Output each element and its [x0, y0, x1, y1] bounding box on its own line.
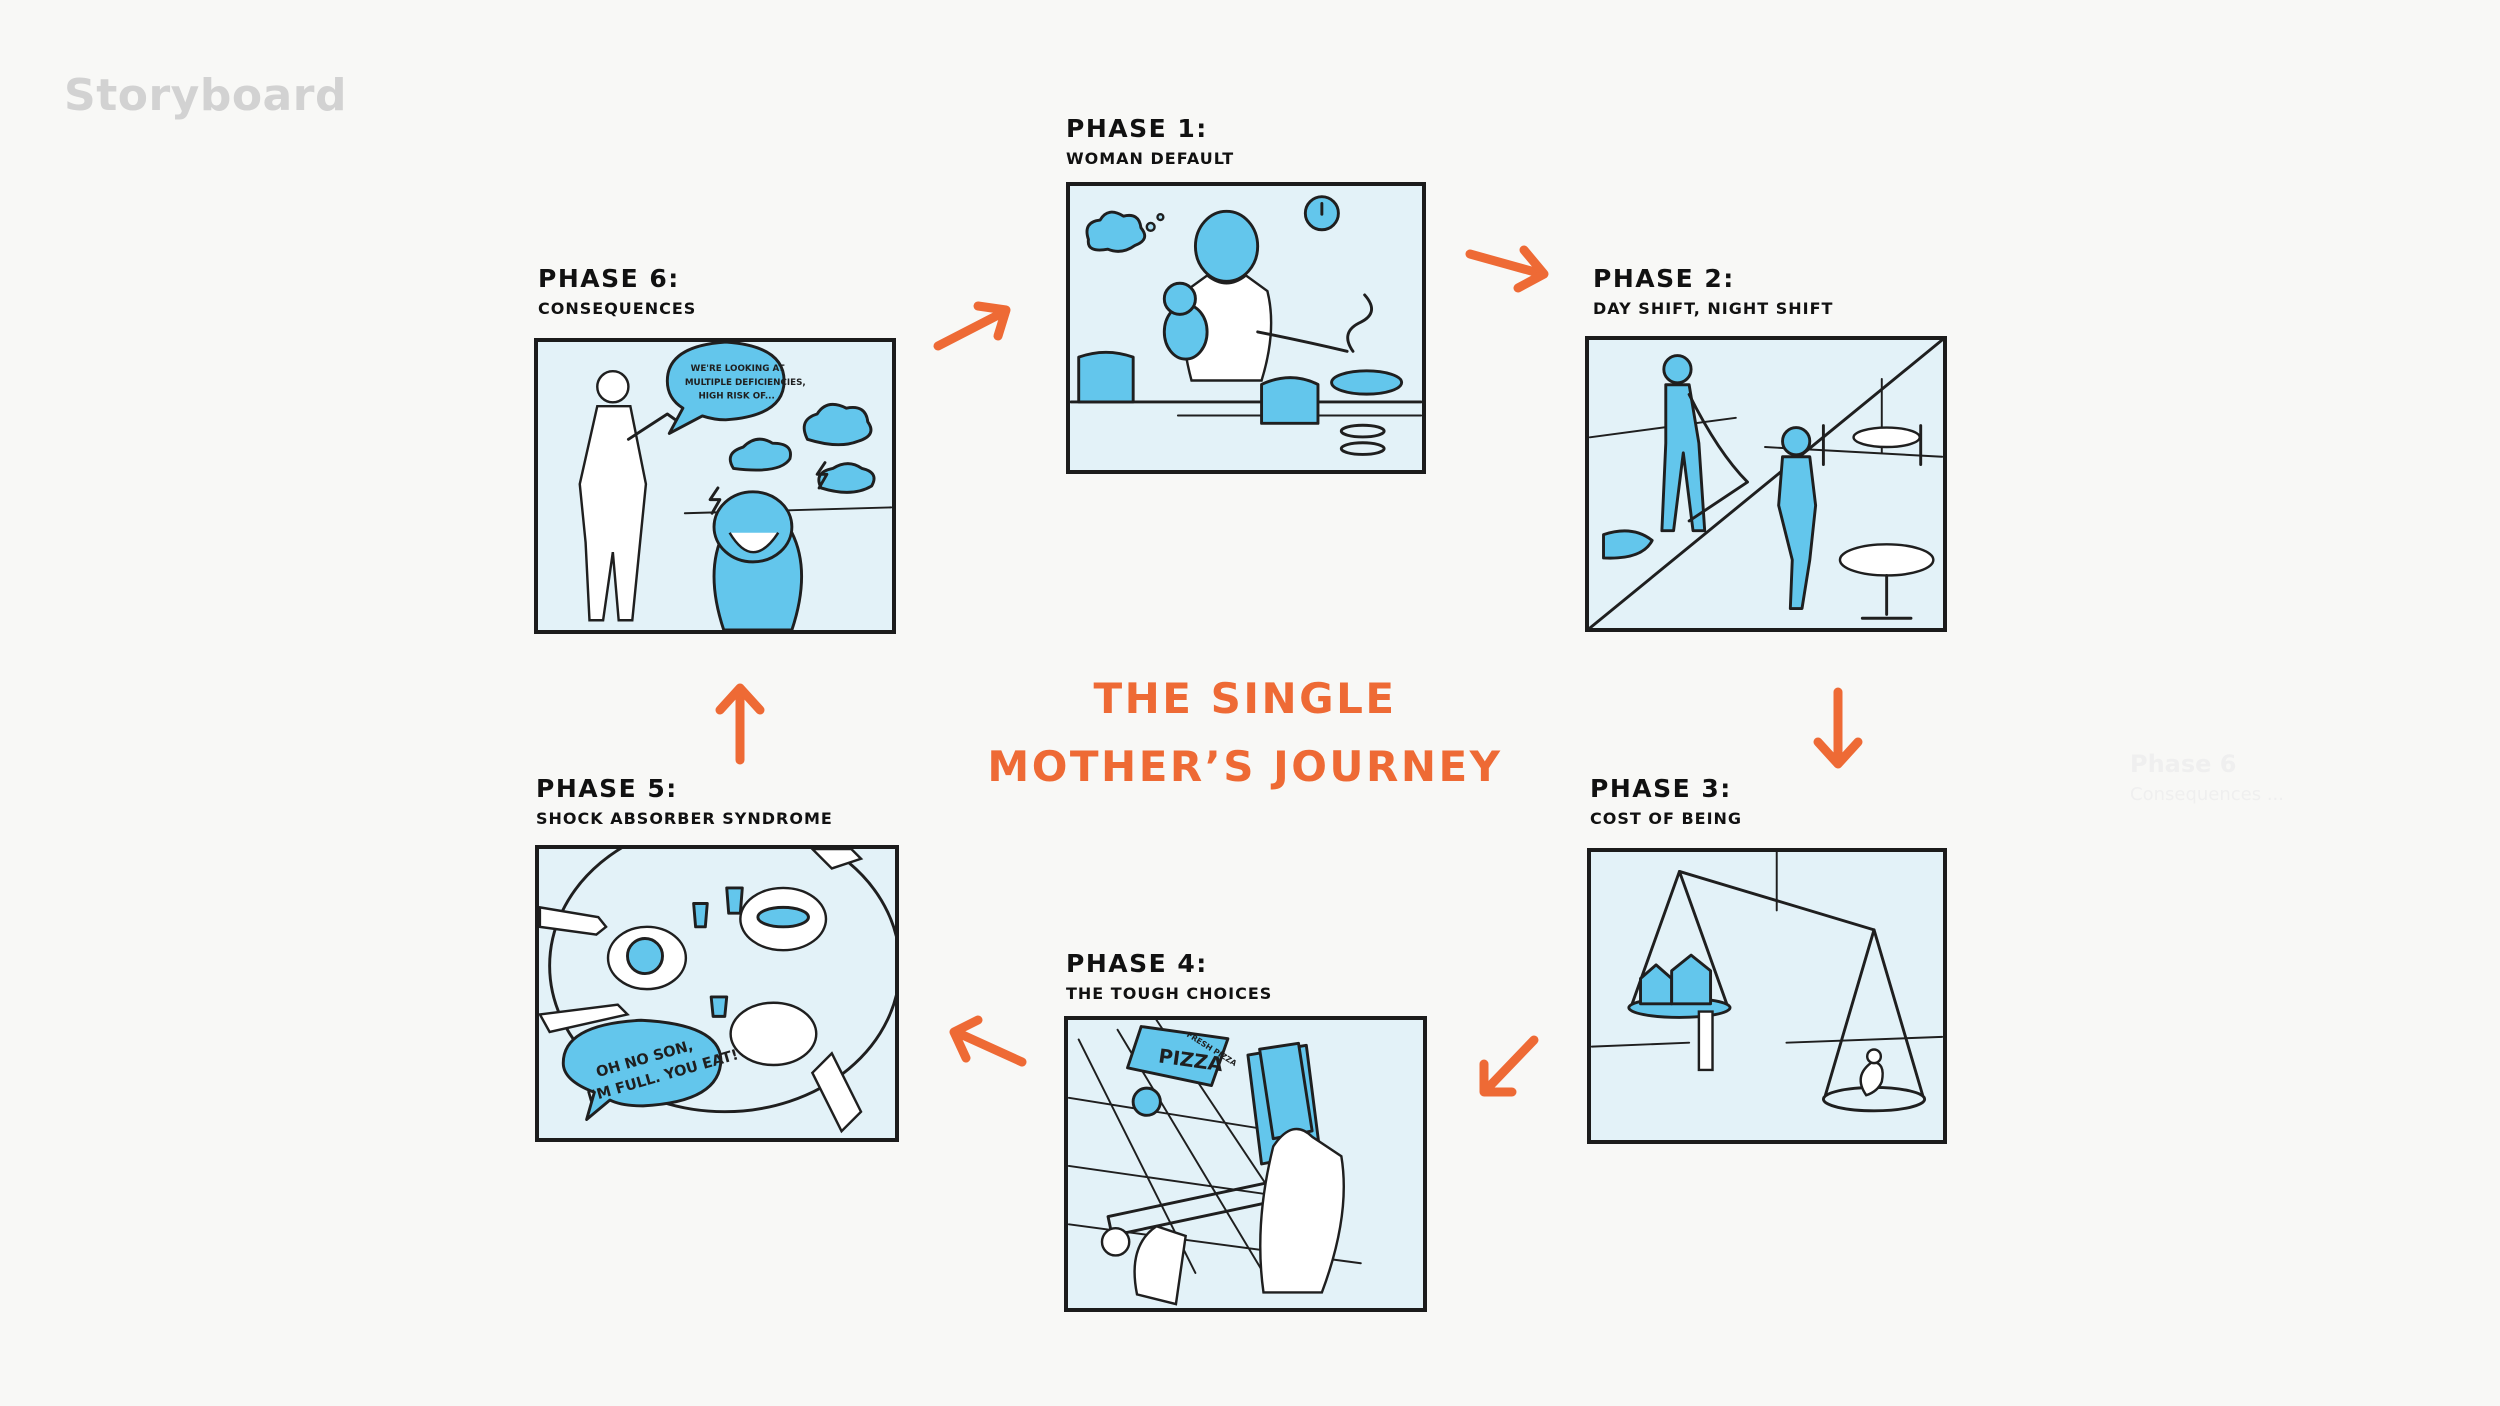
- phase-6-bubble-line-2: MULTIPLE DEFICIENCIES,: [685, 378, 806, 388]
- phase-3-illustration: [1591, 852, 1943, 1140]
- arrow-phase3-to-phase4: [1479, 1035, 1539, 1097]
- phase-2-panel: [1585, 336, 1947, 632]
- phase-6-subtitle: CONSEQUENCES: [538, 299, 697, 318]
- phase-6-bubble-line-1: WE'RE LOOKING AT: [691, 364, 785, 374]
- phase-5-illustration: OH NO SON, I'M FULL. YOU EAT!: [539, 849, 895, 1138]
- phase-2-label: PHASE 2: DAY SHIFT, NIGHT SHIFT: [1593, 264, 1833, 318]
- phase-5-subtitle: SHOCK ABSORBER SYNDROME: [536, 809, 833, 828]
- faded-phase-title: Phase 6: [2130, 750, 2237, 778]
- phase-5-title: PHASE 5:: [536, 774, 678, 803]
- phase-6-label: PHASE 6: CONSEQUENCES: [538, 264, 696, 318]
- storyboard-brand: Storyboard: [64, 70, 347, 121]
- arrow-phase5-to-phase6: [715, 683, 765, 765]
- faded-phase-subtitle: Consequences ...: [2130, 784, 2284, 805]
- journey-title: THE SINGLE MOTHER’S JOURNEY: [960, 665, 1530, 801]
- arrow-phase1-to-phase2: [1465, 245, 1549, 293]
- arrow-phase6-to-phase1: [933, 301, 1011, 351]
- journey-title-line-2: MOTHER’S JOURNEY: [987, 742, 1503, 791]
- phase-6-bubble-line-3: HIGH RISK OF...: [698, 391, 774, 401]
- phase-6-illustration: WE'RE LOOKING AT MULTIPLE DEFICIENCIES, …: [538, 342, 892, 630]
- phase-3-title: PHASE 3:: [1590, 774, 1732, 803]
- arrow-phase4-to-phase5: [949, 1015, 1027, 1067]
- phase-6-title: PHASE 6:: [538, 264, 680, 293]
- journey-title-line-1: THE SINGLE: [1093, 674, 1397, 723]
- phase-6-panel: WE'RE LOOKING AT MULTIPLE DEFICIENCIES, …: [534, 338, 896, 634]
- phase-5-panel: OH NO SON, I'M FULL. YOU EAT!: [535, 845, 899, 1142]
- phase-3-label: PHASE 3: COST OF BEING: [1590, 774, 1742, 828]
- phase-2-subtitle: DAY SHIFT, NIGHT SHIFT: [1593, 299, 1834, 318]
- phase-4-subtitle: THE TOUGH CHOICES: [1066, 984, 1273, 1003]
- phase-1-panel: [1066, 182, 1426, 474]
- phase-5-label: PHASE 5: SHOCK ABSORBER SYNDROME: [536, 774, 833, 828]
- faded-phase-label: Phase 6 Consequences ...: [2130, 750, 2284, 805]
- arrow-phase2-to-phase3: [1813, 687, 1863, 769]
- phase-1-illustration: [1070, 186, 1422, 470]
- phase-1-label: PHASE 1: WOMAN DEFAULT: [1066, 114, 1234, 168]
- phase-4-title: PHASE 4:: [1066, 949, 1208, 978]
- phase-1-subtitle: WOMAN DEFAULT: [1066, 149, 1235, 168]
- phase-1-title: PHASE 1:: [1066, 114, 1208, 143]
- phase-2-title: PHASE 2:: [1593, 264, 1735, 293]
- phase-4-panel: PIZZA FRESH PIZZA: [1064, 1016, 1427, 1312]
- phase-4-label: PHASE 4: THE TOUGH CHOICES: [1066, 949, 1272, 1003]
- phase-2-illustration: [1589, 340, 1943, 628]
- phase-4-illustration: PIZZA FRESH PIZZA: [1068, 1020, 1423, 1308]
- phase-3-subtitle: COST OF BEING: [1590, 809, 1743, 828]
- phase-3-panel: [1587, 848, 1947, 1144]
